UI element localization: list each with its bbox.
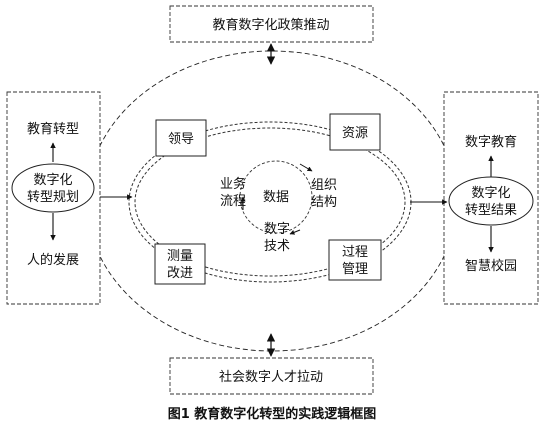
process-line-1: 过程 [342,245,368,260]
process-management-box: 过程 管理 [328,239,382,281]
digital-tech-line-1: 数字 [264,222,290,237]
result-line-1: 数字化 [471,186,510,201]
data-label: 数据 [263,190,289,205]
left-panel: 教育转型 数字化 转型规划 人的发展 [6,91,101,305]
planning-line-1: 数字化 [33,173,72,188]
planning-line-2: 转型规划 [27,190,79,205]
policy-push-label: 教育数字化政策推动 [212,17,329,33]
result-ellipse [448,176,534,226]
right-panel: 数字教育 数字化 转型结果 智慧校园 [443,91,539,305]
planning-ellipse [11,163,95,213]
cycle-arrow-bottom [289,229,301,235]
figure-caption: 图1 教育数字化转型的实践逻辑框图 [168,406,377,422]
measure-line-1: 测量 [167,249,193,264]
resources-box: 资源 [329,113,381,151]
result-line-2: 转型结果 [465,203,517,218]
cycle-arrow-top-right [299,163,313,172]
leadership-box: 领导 [155,119,207,157]
measure-line-2: 改进 [167,266,193,281]
leadership-label: 领导 [168,132,194,147]
human-development-label: 人的发展 [27,252,79,268]
talent-pull-label: 社会数字人才拉动 [219,369,323,385]
digital-tech-line-2: 技术 [264,239,290,254]
org-structure-line-1: 组织 [311,178,337,193]
central-cycle: 数据 业务 流程 组织 结构 数字 技术 [220,160,337,254]
education-transformation-label: 教育转型 [27,121,79,137]
smart-campus-label: 智慧校园 [465,258,517,274]
policy-push-box: 教育数字化政策推动 [169,5,374,43]
resources-label: 资源 [342,126,368,141]
talent-pull-box: 社会数字人才拉动 [169,357,374,395]
business-process-line-1: 业务 [220,176,246,192]
business-process-line-2: 流程 [220,194,246,209]
digital-education-label: 数字教育 [465,134,517,150]
cycle-circle [239,160,313,234]
process-line-2: 管理 [342,262,368,277]
org-structure-line-2: 结构 [311,195,337,210]
measure-improve-box: 测量 改进 [154,243,206,285]
